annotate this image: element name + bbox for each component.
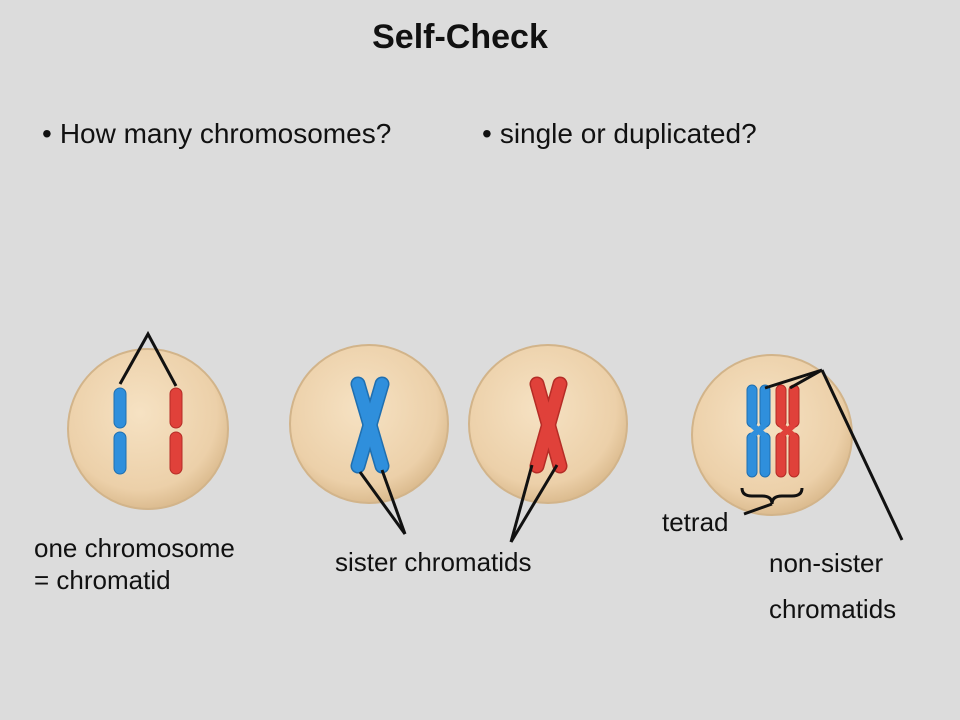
label-tetrad: tetrad [662,507,729,537]
blue-duplicated-chromosome [350,376,390,474]
bullet-text: single or duplicated? [499,118,757,149]
label-sister-chromatids: sister chromatids [335,547,532,577]
cell-duplicated-red [468,344,628,504]
label-one-chromosome: one chromosome = chromatid [34,532,235,596]
tetrad-red-chromatids [775,384,800,478]
label-non-sister-chromatids: non-sister chromatids [769,540,896,632]
cell-tetrad [691,354,853,516]
red-duplicated-chromosome [529,376,568,474]
label-line: non-sister [769,548,884,578]
blue-chromosome [113,387,127,475]
cell-body [67,348,229,510]
bullet-dot-icon: • [42,118,52,149]
cell-body [691,354,853,516]
tetrad-blue-chromatids [746,384,771,478]
bullet-dot-icon: • [482,118,492,149]
bullet-question-state: •single or duplicated? [482,118,757,150]
label-line: chromatids [769,594,897,624]
slide-title: Self-Check [372,18,548,56]
label-line: = chromatid [34,565,171,595]
pointer-lines-non-sister-chromatids [764,368,904,541]
pointer-lines-sister-chromatids [358,464,559,543]
bullet-text: How many chromosomes? [59,118,392,149]
cell-single-chromosomes [67,330,229,510]
pointer-line-tetrad [743,502,773,516]
red-chromosome [169,387,183,475]
cell-duplicated-blue [289,344,449,504]
pointer-line-one-chromosome [118,330,178,387]
label-line: one chromosome [34,533,235,563]
bullet-question-count: •How many chromosomes? [42,118,391,150]
